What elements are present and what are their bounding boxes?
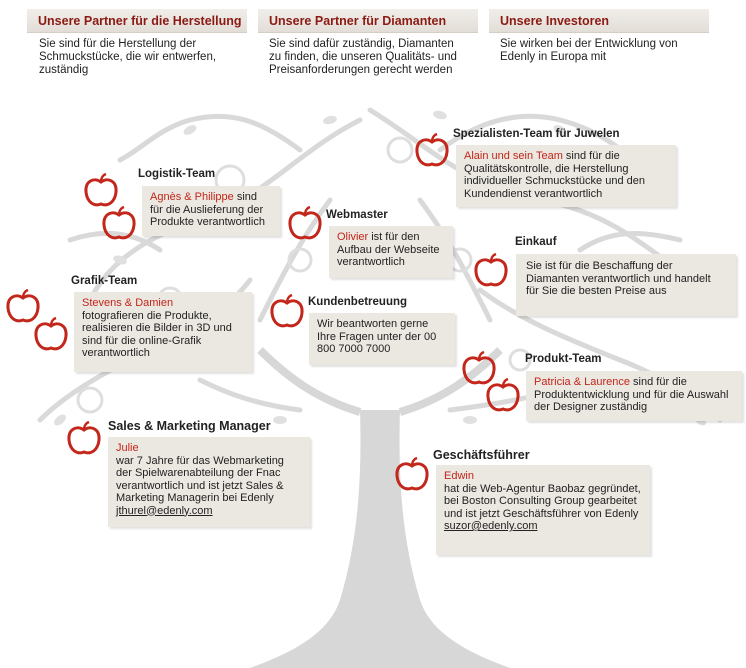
apple-icon — [395, 456, 429, 491]
team-box-specialists: Alain und sein Team sind für die Qualitä… — [456, 145, 676, 207]
team-name-graphics: Stevens & Damien — [82, 297, 174, 309]
email-link-sales[interactable]: jthurel@edenly.com — [116, 504, 213, 517]
team-title-specialists: Spezialisten-Team für Juwelen — [453, 128, 620, 140]
team-title-purchasing: Einkauf — [515, 236, 557, 248]
team-name-webmaster: Olivier — [337, 231, 369, 243]
team-name-sales-marketing: Julie — [116, 442, 139, 454]
apple-icon — [288, 205, 322, 240]
team-text-customer-service: Wir beantworten gerne Ihre Fragen unter … — [317, 318, 437, 355]
apple-icon — [474, 252, 508, 287]
team-title-webmaster: Webmaster — [326, 209, 388, 221]
team-title-customer-service: Kundenbetreuung — [308, 296, 408, 308]
team-title-sales-marketing: Sales & Marketing Manager — [108, 419, 271, 433]
team-box-logistics: Agnès & Philippe sind für die Auslieferu… — [142, 186, 280, 236]
team-text-ceo: hat die Web-Agentur Baobaz gegründet, be… — [444, 482, 641, 520]
team-text-logistics: sind für die Auslieferung der Produkte v… — [150, 191, 265, 228]
apple-icon — [486, 377, 520, 412]
team-name-ceo: Edwin — [444, 470, 474, 482]
apple-icon — [270, 293, 304, 328]
team-box-customer-service: Wir beantworten gerne Ihre Fragen unter … — [309, 313, 455, 365]
team-name-specialists: Alain und sein Team — [464, 150, 563, 162]
team-text-purchasing: Sie ist für die Beschaffung der Diamante… — [526, 260, 711, 297]
team-text-graphics: fotografieren die Produkte, realisieren … — [82, 309, 232, 360]
team-title-graphics: Grafik-Team — [71, 275, 138, 287]
apple-icon — [34, 316, 68, 351]
partner-header-investors: Unsere Investoren — [489, 9, 709, 33]
apple-icon — [6, 288, 40, 323]
team-box-product: Patricia & Laurence sind für die Produkt… — [526, 371, 742, 421]
apple-icon — [462, 350, 496, 385]
team-box-webmaster: Olivier ist für den Aufbau der Webseite … — [329, 226, 453, 278]
team-text-webmaster: ist für den Aufbau der Webseite verantwo… — [337, 231, 440, 268]
team-box-purchasing: Sie ist für die Beschaffung der Diamante… — [516, 254, 736, 316]
team-text-sales-marketing: war 7 Jahre für das Webmarketing der Spi… — [116, 454, 284, 505]
apple-icon — [84, 172, 118, 207]
team-name-product: Patricia & Laurence — [534, 376, 630, 388]
team-name-logistics: Agnès & Philippe — [150, 191, 234, 203]
team-text-specialists: sind für die Qualitätskontrolle, die Her… — [464, 150, 645, 200]
team-title-product: Produkt-Team — [525, 353, 602, 365]
partner-text-production: Sie sind für die Herstellung der Schmuck… — [39, 38, 217, 76]
partner-header-production: Unsere Partner für die Herstellung — [27, 9, 247, 33]
team-text-product: sind für die Produktentwicklung und für … — [534, 376, 729, 413]
apple-icon — [415, 132, 449, 167]
apple-icon — [67, 420, 101, 455]
partner-text-investors: Sie wirken bei der Entwicklung von Edenl… — [500, 38, 678, 63]
team-title-logistics: Logistik-Team — [138, 168, 216, 180]
partner-text-diamonds: Sie sind dafür zuständig, Diamanten zu f… — [269, 38, 457, 76]
partner-header-diamonds: Unsere Partner für Diamanten — [258, 9, 478, 33]
team-title-ceo: Geschäftsführer — [433, 448, 530, 462]
apple-icon — [102, 205, 136, 240]
email-link-ceo[interactable]: suzor@edenly.com — [444, 520, 538, 532]
